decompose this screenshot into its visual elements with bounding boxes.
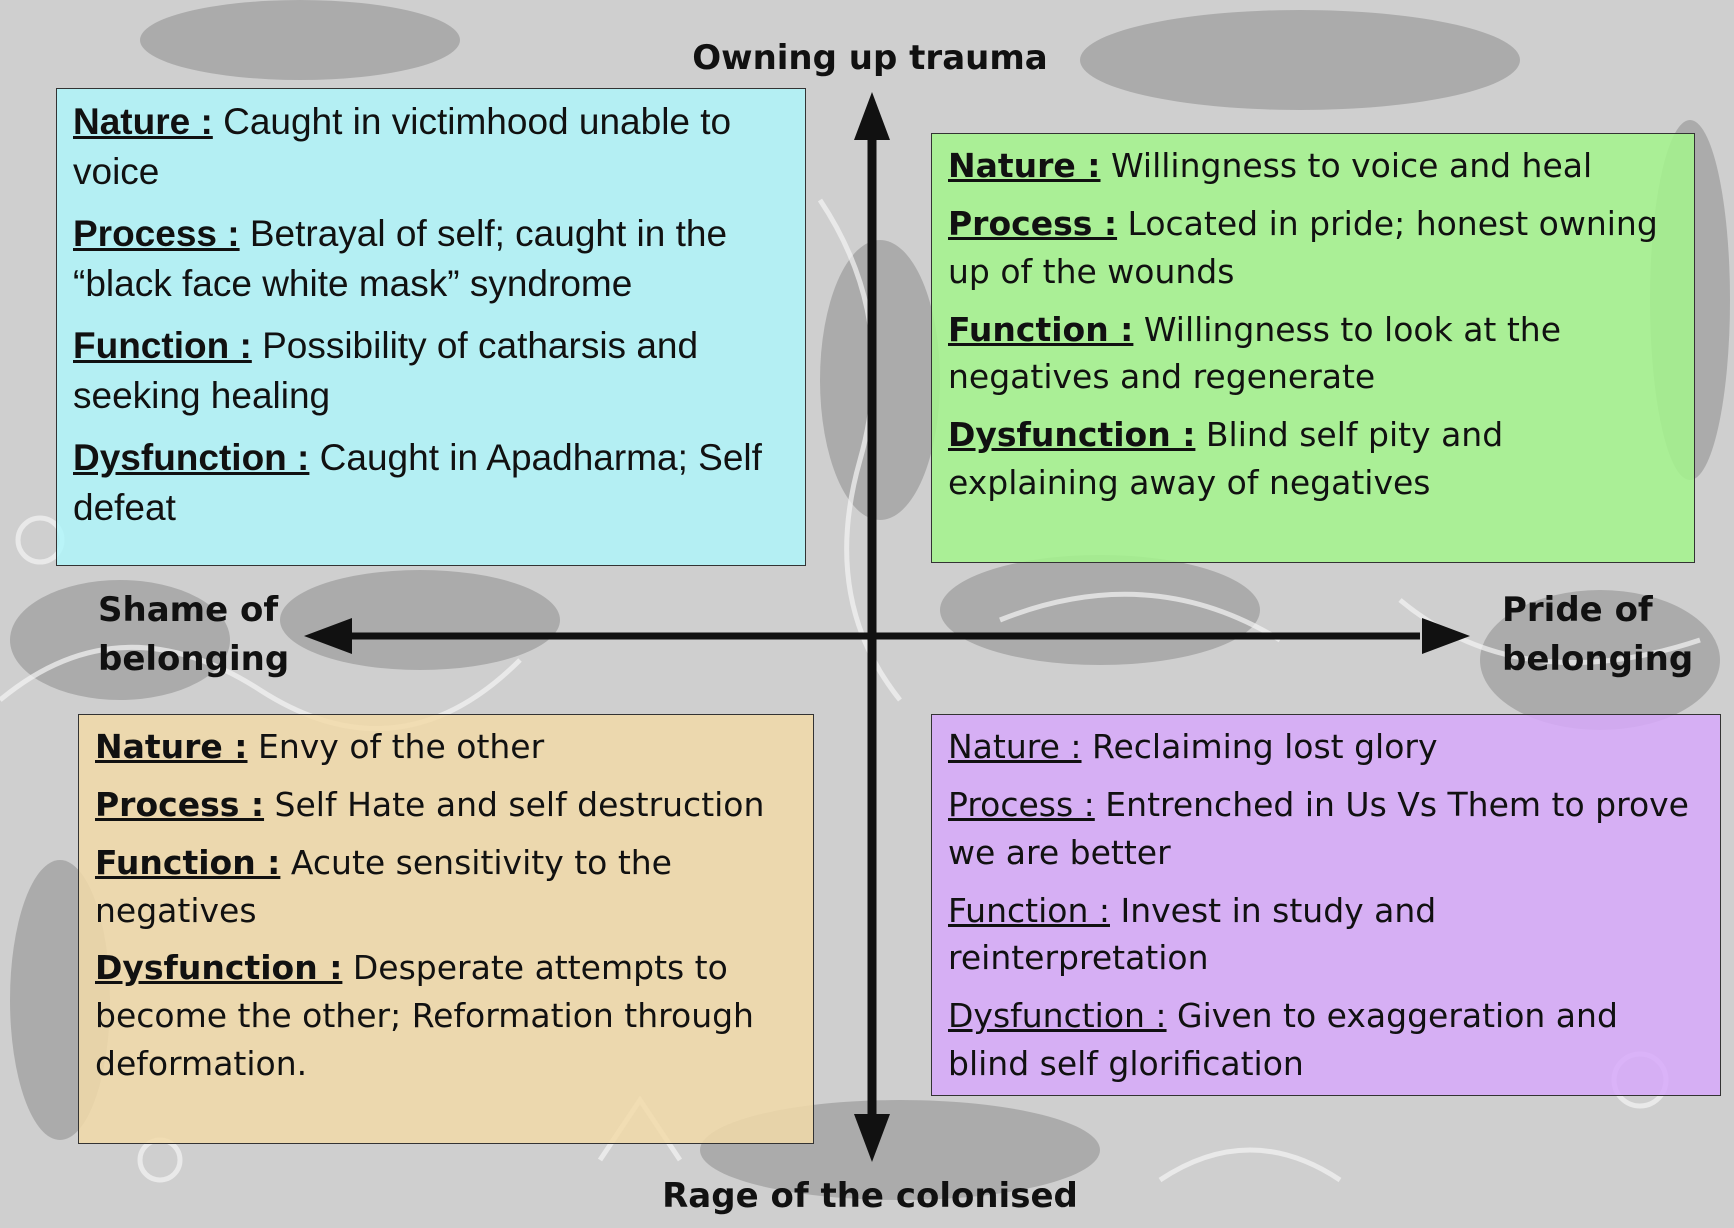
process-row: Process : Located in pride; honest ownin…	[948, 200, 1678, 296]
process-text: Self Hate and self destruction	[274, 784, 765, 824]
process-row: Process : Self Hate and self destruction	[95, 781, 797, 829]
up-arrow-icon	[854, 92, 890, 140]
process-text: Betrayal of self; caught in the “black f…	[73, 212, 728, 304]
process-key: Process :	[95, 784, 265, 824]
axis-label-left: Shame of belonging	[98, 590, 290, 680]
dysfunction-text: Desperate attempts to become the other; …	[95, 948, 754, 1084]
function-key: Function :	[73, 324, 252, 366]
dysfunction-key: Dysfunction :	[948, 415, 1196, 455]
nature-row: Nature : Willingness to voice and heal	[948, 142, 1678, 190]
function-key: Function :	[95, 842, 281, 882]
right-arrow-icon	[1422, 618, 1470, 654]
process-text: Located in pride; honest owning up of th…	[948, 203, 1658, 291]
nature-key: Nature :	[73, 101, 213, 142]
dysfunction-row: Dysfunction : Given to exaggeration and …	[948, 992, 1704, 1088]
nature-text: Envy of the other	[258, 727, 545, 766]
nature-text: Reclaiming lost glory	[1092, 727, 1438, 766]
dysfunction-row: Dysfunction : Blind self pity and explai…	[948, 411, 1678, 507]
function-row: Function : Acute sensitivity to the nega…	[95, 839, 797, 935]
dysfunction-key: Dysfunction :	[95, 948, 343, 988]
quadrant-bottom-left: Nature : Envy of the other Process : Sel…	[78, 714, 814, 1144]
nature-key: Nature :	[948, 727, 1082, 766]
dysfunction-text: Blind self pity and explaining away of n…	[948, 415, 1504, 503]
left-arrow-icon	[304, 618, 352, 654]
axis-label-bottom: Rage of the colonised	[662, 1176, 1078, 1216]
axis-label-right: Pride of belonging	[1502, 590, 1694, 680]
function-text: Acute sensitivity to the negatives	[95, 842, 672, 930]
function-row: Function : Possibility of catharsis and …	[73, 321, 789, 421]
function-text: Willingness to look at the negatives and…	[948, 309, 1561, 397]
quadrant-bottom-right: Nature : Reclaiming lost glory Process :…	[931, 714, 1721, 1096]
down-arrow-icon	[854, 1114, 890, 1162]
process-row: Process : Betrayal of self; caught in th…	[73, 209, 789, 309]
function-key: Function :	[948, 890, 1110, 930]
nature-row: Nature : Reclaiming lost glory	[948, 723, 1704, 771]
dysfunction-text: Given to exaggeration and blind self glo…	[948, 996, 1618, 1084]
process-key: Process :	[948, 203, 1118, 243]
function-key: Function :	[948, 309, 1134, 349]
process-row: Process : Entrenched in Us Vs Them to pr…	[948, 781, 1704, 877]
function-text: Possibility of catharsis and seeking hea…	[73, 324, 699, 416]
process-key: Process :	[73, 212, 240, 254]
nature-key: Nature :	[95, 727, 248, 766]
axis-label-top: Owning up trauma	[692, 38, 1048, 78]
nature-key: Nature :	[948, 146, 1101, 185]
nature-row: Nature : Envy of the other	[95, 723, 797, 771]
dysfunction-row: Dysfunction : Desperate attempts to beco…	[95, 944, 797, 1088]
nature-row: Nature : Caught in victimhood unable to …	[73, 97, 789, 197]
dysfunction-text: Caught in Apadharma; Self defeat	[73, 436, 762, 528]
process-text: Entrenched in Us Vs Them to prove we are…	[948, 784, 1689, 872]
function-text: Invest in study and reinterpretation	[948, 890, 1437, 978]
dysfunction-key: Dysfunction :	[73, 436, 310, 478]
dysfunction-key: Dysfunction :	[948, 996, 1167, 1036]
quadrant-top-right: Nature : Willingness to voice and heal P…	[931, 133, 1695, 563]
dysfunction-row: Dysfunction : Caught in Apadharma; Self …	[73, 433, 789, 533]
nature-text: Willingness to voice and heal	[1111, 146, 1593, 185]
quadrant-top-left: Nature : Caught in victimhood unable to …	[56, 88, 806, 566]
function-row: Function : Invest in study and reinterpr…	[948, 887, 1704, 983]
nature-text: Caught in victimhood unable to voice	[73, 101, 732, 192]
process-key: Process :	[948, 784, 1095, 824]
function-row: Function : Willingness to look at the ne…	[948, 306, 1678, 402]
